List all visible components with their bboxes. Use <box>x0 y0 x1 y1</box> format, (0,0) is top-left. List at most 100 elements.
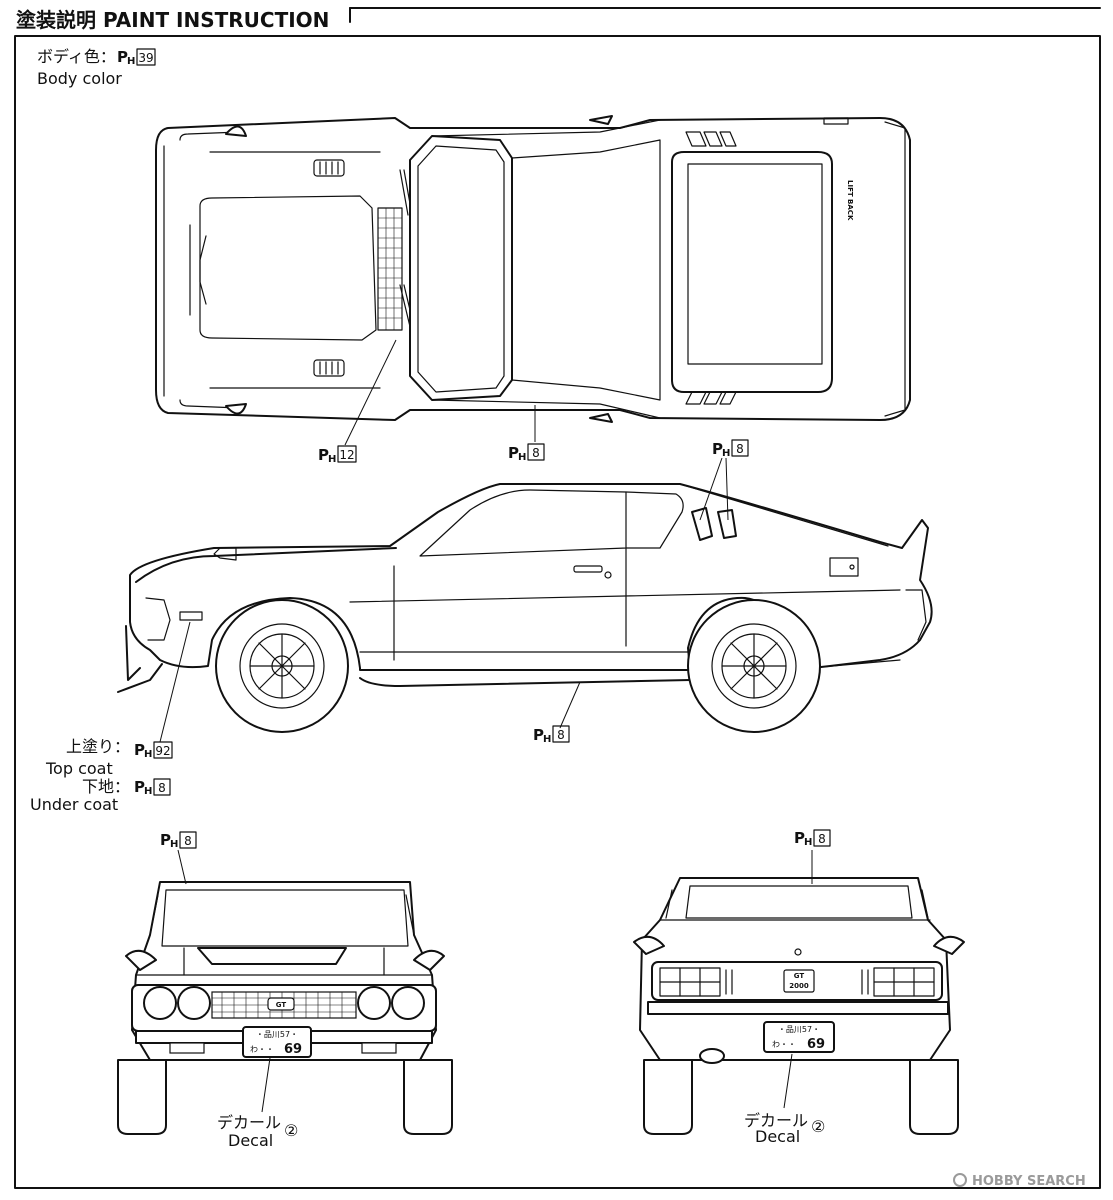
top-fender-left <box>179 131 241 141</box>
front-mirror-left <box>125 949 157 971</box>
rear-wheel <box>687 599 821 733</box>
paint-subscript: H <box>804 837 812 848</box>
front-bonnet-edges <box>183 947 385 976</box>
paint-subscript: H <box>328 454 336 465</box>
antenna-base <box>823 117 849 125</box>
car-top-view: LIFT BACK <box>155 115 911 423</box>
bonnet-vent-top <box>313 159 345 177</box>
door-handle <box>573 565 603 573</box>
front-tire-right <box>403 1059 453 1135</box>
code-box <box>813 829 831 847</box>
paint-prefix: P <box>160 831 171 849</box>
rear-emblem-line1: GT <box>794 972 805 980</box>
bonnet-scoop <box>199 195 377 341</box>
headlight-inner-right <box>357 986 391 1020</box>
cowl-mesh-pattern <box>378 208 402 330</box>
rear-mirror-left <box>633 935 665 955</box>
under-coat-code: 8 <box>158 781 166 795</box>
cowl-vent-mesh <box>377 207 403 331</box>
rear-spoiler <box>884 121 906 417</box>
front-decal-label-jp: デカール <box>217 1113 281 1132</box>
side-rear-window <box>625 491 684 549</box>
side-rear-valance <box>809 659 901 669</box>
car-rear-view: GT 2000 ・品川57・ わ・・ 69 <box>633 877 965 1135</box>
paint-subscript: H <box>518 452 526 463</box>
front-plate-number: 69 <box>284 1042 302 1057</box>
top-callout-code-8: 8 <box>532 446 540 460</box>
rear-mirror-right <box>933 935 965 955</box>
rear-decal-label-jp: デカール <box>744 1111 808 1130</box>
paint-subscript: H <box>722 448 730 459</box>
front-decal-label-en: Decal <box>228 1131 273 1150</box>
rear-decal-number: ② <box>811 1117 825 1136</box>
paint-subscript: H <box>543 734 551 745</box>
front-gt-badge: GT <box>276 1001 287 1009</box>
top-fender-right <box>179 399 241 409</box>
top-roof <box>511 139 661 401</box>
rear-license-plate <box>763 1021 835 1053</box>
paint-prefix: P <box>794 829 805 847</box>
front-mirror-right <box>413 949 445 971</box>
rear-view-callout: P H 8 <box>794 829 831 884</box>
side-rocker-panel <box>359 677 691 687</box>
under-coat-label-jp: 下地： <box>82 777 130 796</box>
page-title: 塗装説明 PAINT INSTRUCTION <box>16 8 329 32</box>
headlight-outer-right <box>391 986 425 1020</box>
top-view-callout-12: P H 12 <box>318 339 397 465</box>
rear-callout-code: 8 <box>818 832 826 846</box>
front-decal-number: ② <box>284 1121 298 1140</box>
body-color-code: 39 <box>138 51 153 65</box>
front-plate-prefix: わ・・ <box>250 1045 274 1054</box>
front-tire-left <box>117 1059 167 1135</box>
side-view-callout-rocker: P H 8 <box>533 681 581 745</box>
car-side-view <box>117 483 933 733</box>
bonnet-scoop-edge <box>199 235 207 305</box>
paint-code-body: P H 39 <box>117 48 156 67</box>
rear-gt2000-emblem <box>783 969 815 993</box>
side-hood-scoop <box>213 547 237 561</box>
top-callout-code-12: 12 <box>339 448 354 462</box>
header: 塗装説明 PAINT INSTRUCTION <box>14 7 1101 1189</box>
top-roof-edge-2 <box>431 399 661 419</box>
fuel-filler-button <box>849 564 855 570</box>
front-decal-callout: デカール Decal ② <box>217 1057 298 1150</box>
side-roofline <box>499 483 889 547</box>
rear-decal-label-en: Decal <box>755 1127 800 1146</box>
rear-emblem-line2: 2000 <box>789 982 809 990</box>
top-coat-label-en: Top coat <box>45 759 113 778</box>
top-headlight-left <box>225 125 247 137</box>
paint-subscript: H <box>144 749 152 760</box>
code-box <box>153 741 173 759</box>
paint-prefix: P <box>508 444 519 462</box>
top-roof-edge-1 <box>431 119 661 137</box>
hobbysearch-logo-icon <box>953 1173 967 1187</box>
watermark-text: HOBBY SEARCH <box>972 1174 1086 1189</box>
side-callout-code-top: 8 <box>736 442 744 456</box>
front-license-plate <box>242 1026 312 1058</box>
front-fog-right <box>361 1042 397 1054</box>
code-box <box>731 439 749 457</box>
car-front-view: GT ・品川57・ わ・・ 69 <box>117 881 453 1135</box>
fuel-filler-lid <box>829 557 859 577</box>
code-box <box>337 445 357 463</box>
mirror-right <box>589 413 613 423</box>
front-callout-code: 8 <box>184 834 192 848</box>
paint-prefix: P <box>712 440 723 458</box>
paint-prefix: P <box>134 741 145 759</box>
top-windscreen-glass <box>417 145 505 393</box>
code-box <box>552 725 570 743</box>
front-a-pillars <box>149 894 415 936</box>
front-wheel <box>215 599 349 733</box>
stripe-paint-legend: 上塗り： P H 92 Top coat 下地： P H 8 Under coa… <box>30 621 191 814</box>
door-lock <box>604 571 612 579</box>
exhaust-tip <box>699 1048 725 1064</box>
front-plate-line1: ・品川57・ <box>256 1030 298 1039</box>
side-view-callout-louvers: P H 8 <box>699 439 749 521</box>
rear-plate-prefix: わ・・ <box>772 1040 796 1049</box>
body-color-legend: ボディ色： P H 39 Body color <box>37 47 156 88</box>
front-bonnet-bulge <box>197 947 347 965</box>
paint-prefix: P <box>134 778 145 796</box>
rear-plate-number: 69 <box>807 1037 825 1052</box>
side-hood-stripe <box>135 547 397 583</box>
